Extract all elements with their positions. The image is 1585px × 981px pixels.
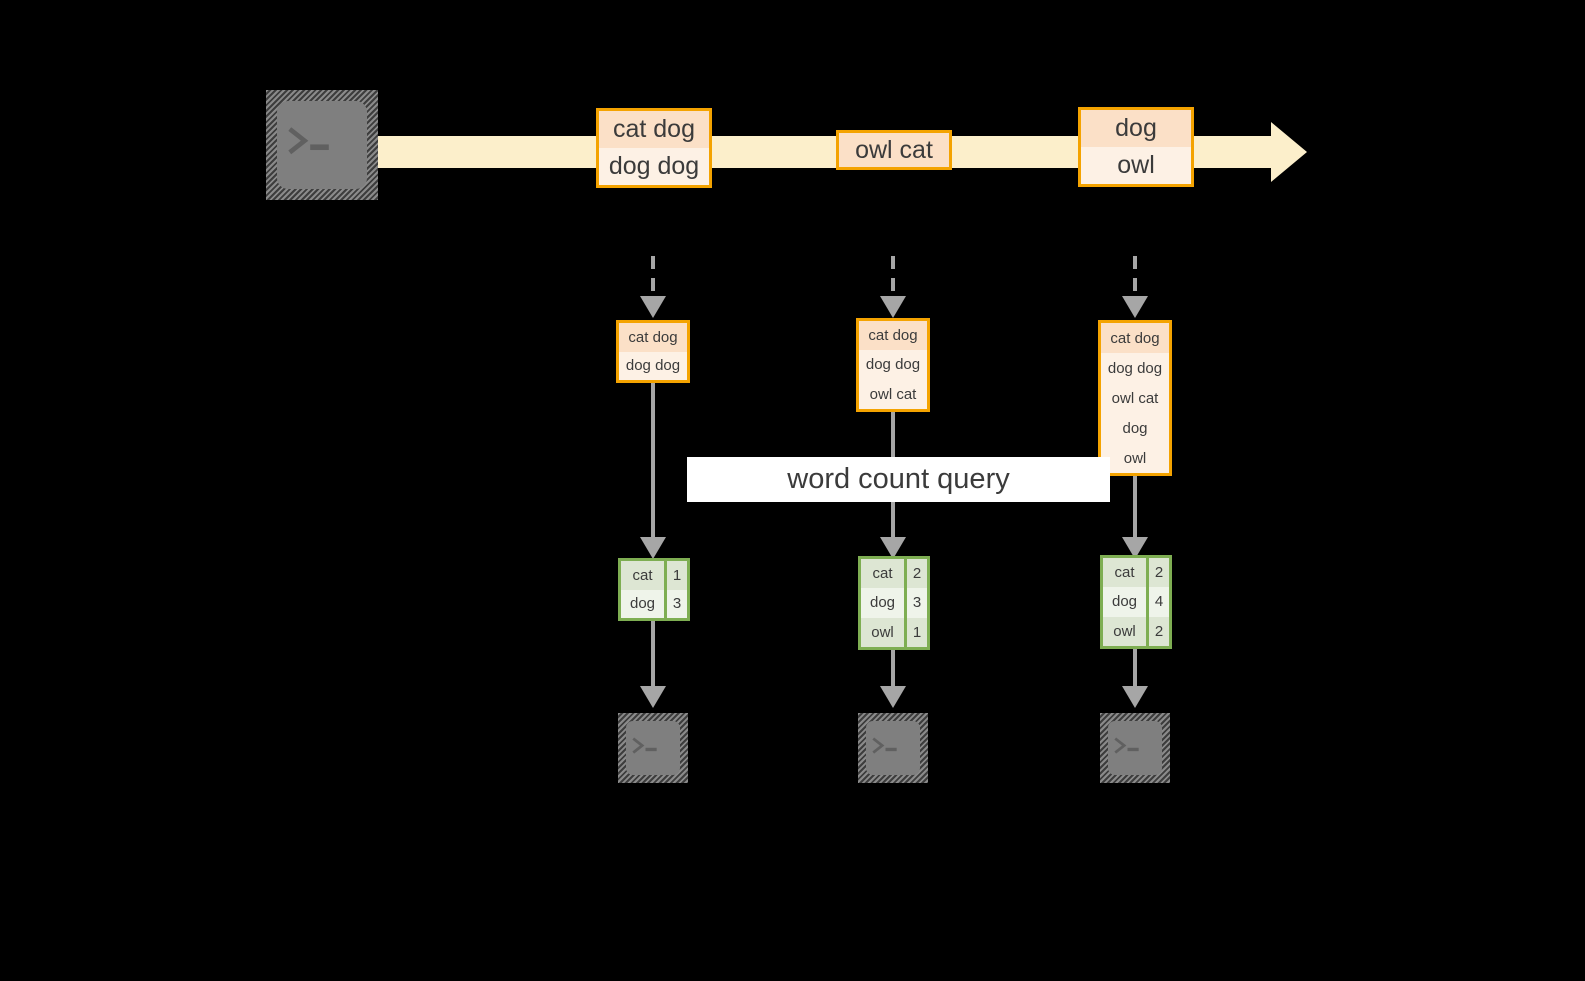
sink-terminal-icon-1[interactable] bbox=[618, 713, 688, 783]
stream-event-row: cat dog bbox=[599, 111, 709, 148]
result-word: cat bbox=[861, 559, 907, 589]
result-row: cat 1 bbox=[621, 561, 687, 590]
snapshot-to-result-arrowhead-2 bbox=[880, 537, 906, 559]
stream-event-row: owl cat bbox=[839, 133, 949, 167]
snapshot-to-result-connector-3 bbox=[1133, 476, 1137, 543]
terminal-screen bbox=[277, 101, 367, 189]
result-word: dog bbox=[621, 589, 667, 618]
result-count: 2 bbox=[907, 559, 927, 589]
stream-to-snapshot-arrowhead-1 bbox=[640, 296, 666, 318]
result-count: 2 bbox=[1149, 558, 1169, 588]
result-word: owl bbox=[861, 617, 907, 647]
result-count: 2 bbox=[1149, 616, 1169, 646]
source-terminal-icon[interactable] bbox=[266, 90, 378, 200]
result-to-sink-arrowhead-1 bbox=[640, 686, 666, 708]
snapshot-row: dog bbox=[1101, 413, 1169, 443]
result-word: cat bbox=[621, 561, 667, 590]
result-to-sink-arrowhead-3 bbox=[1122, 686, 1148, 708]
result-table-1[interactable]: cat 1 dog 3 bbox=[618, 558, 690, 621]
snapshot-row: cat dog bbox=[859, 321, 927, 351]
snapshot-row: cat dog bbox=[619, 323, 687, 352]
stream-to-snapshot-connector-2 bbox=[891, 256, 895, 302]
result-word: owl bbox=[1103, 616, 1149, 646]
result-count: 4 bbox=[1149, 587, 1169, 617]
result-to-sink-connector-1 bbox=[651, 621, 655, 691]
result-to-sink-connector-3 bbox=[1133, 649, 1137, 691]
snapshot-row: owl bbox=[1101, 443, 1169, 473]
result-row: cat 2 bbox=[1103, 558, 1169, 588]
snapshot-to-result-connector-1 bbox=[651, 383, 655, 543]
snapshot-table-1[interactable]: cat dog dog dog bbox=[616, 320, 690, 383]
result-row: dog 3 bbox=[861, 588, 927, 618]
result-count: 1 bbox=[907, 617, 927, 647]
snapshot-table-3[interactable]: cat dog dog dog owl cat dog owl bbox=[1098, 320, 1172, 476]
sink-terminal-icon-2[interactable] bbox=[858, 713, 928, 783]
result-to-sink-arrowhead-2 bbox=[880, 686, 906, 708]
stream-event-2[interactable]: owl cat bbox=[836, 130, 952, 170]
stream-to-snapshot-arrowhead-3 bbox=[1122, 296, 1148, 318]
result-row: dog 4 bbox=[1103, 587, 1169, 617]
result-to-sink-connector-2 bbox=[891, 650, 895, 691]
stream-event-row: dog bbox=[1081, 110, 1191, 147]
terminal-prompt-icon bbox=[632, 737, 658, 754]
query-label: word count query bbox=[687, 457, 1110, 502]
stream-arrow-head bbox=[1271, 122, 1307, 182]
stream-to-snapshot-arrowhead-2 bbox=[880, 296, 906, 318]
terminal-prompt-icon bbox=[288, 127, 329, 155]
snapshot-row: dog dog bbox=[1101, 353, 1169, 383]
result-row: owl 2 bbox=[1103, 616, 1169, 646]
result-count: 1 bbox=[667, 561, 687, 590]
terminal-prompt-icon bbox=[1114, 737, 1140, 754]
result-row: cat 2 bbox=[861, 559, 927, 589]
stream-event-3[interactable]: dog owl bbox=[1078, 107, 1194, 187]
stream-event-row: dog dog bbox=[599, 148, 709, 185]
snapshot-row: owl cat bbox=[1101, 383, 1169, 413]
snapshot-to-result-arrowhead-1 bbox=[640, 537, 666, 559]
terminal-screen bbox=[866, 721, 920, 775]
result-row: owl 1 bbox=[861, 617, 927, 647]
terminal-screen bbox=[626, 721, 680, 775]
terminal-screen bbox=[1108, 721, 1162, 775]
result-count: 3 bbox=[907, 588, 927, 618]
terminal-prompt-icon bbox=[872, 737, 898, 754]
sink-terminal-icon-3[interactable] bbox=[1100, 713, 1170, 783]
snapshot-row: owl cat bbox=[859, 379, 927, 409]
result-table-3[interactable]: cat 2 dog 4 owl 2 bbox=[1100, 555, 1172, 649]
result-word: cat bbox=[1103, 558, 1149, 588]
result-word: dog bbox=[861, 588, 907, 618]
snapshot-row: cat dog bbox=[1101, 323, 1169, 353]
stream-to-snapshot-connector-1 bbox=[651, 256, 655, 302]
snapshot-row: dog dog bbox=[619, 351, 687, 380]
snapshot-row: dog dog bbox=[859, 350, 927, 380]
snapshot-to-result-arrowhead-3 bbox=[1122, 537, 1148, 559]
stream-event-1[interactable]: cat dog dog dog bbox=[596, 108, 712, 188]
result-row: dog 3 bbox=[621, 589, 687, 618]
snapshot-table-2[interactable]: cat dog dog dog owl cat bbox=[856, 318, 930, 412]
result-word: dog bbox=[1103, 587, 1149, 617]
result-count: 3 bbox=[667, 589, 687, 618]
stream-to-snapshot-connector-3 bbox=[1133, 256, 1137, 302]
stream-event-row: owl bbox=[1081, 147, 1191, 184]
result-table-2[interactable]: cat 2 dog 3 owl 1 bbox=[858, 556, 930, 650]
